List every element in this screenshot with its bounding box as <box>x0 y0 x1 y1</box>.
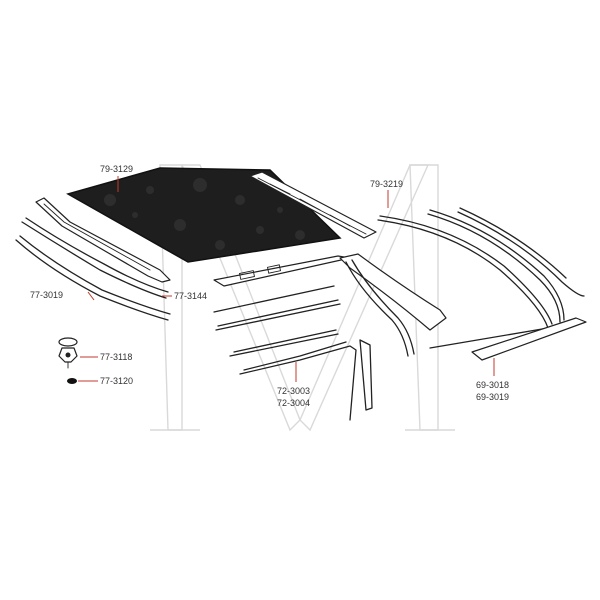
label-window-channel-top: 79-3219 <box>370 179 403 189</box>
part-labels: 79-3129 79-3219 77-3019 77-3144 77-3118 … <box>30 164 509 408</box>
label-rear-weatherstrip-b: 69-3019 <box>476 392 509 402</box>
label-rear-weatherstrip-a: 69-3018 <box>476 380 509 390</box>
label-door-frame-b: 72-3004 <box>277 398 310 408</box>
leader-lines <box>78 176 495 382</box>
left-roof-rail-assembly <box>15 197 171 321</box>
label-clip-small: 77-3120 <box>100 376 133 386</box>
label-roof-rail-strip: 77-3144 <box>174 291 207 301</box>
label-headliner: 79-3129 <box>100 164 133 174</box>
label-clip-large: 77-3118 <box>100 352 132 362</box>
label-roof-rail-left: 77-3019 <box>30 290 63 300</box>
door-frame-channels <box>213 255 373 421</box>
watermark-logo <box>150 164 455 432</box>
roof-center-molding <box>249 171 377 239</box>
rear-weatherstrips <box>377 207 587 361</box>
clip-large-icon <box>58 337 78 369</box>
window-frame-upper <box>339 253 447 357</box>
leader-roof-rail-left <box>87 291 95 301</box>
clip-small-icon <box>67 378 77 384</box>
label-door-frame-a: 72-3003 <box>277 386 310 396</box>
headliner-panel <box>66 167 342 263</box>
